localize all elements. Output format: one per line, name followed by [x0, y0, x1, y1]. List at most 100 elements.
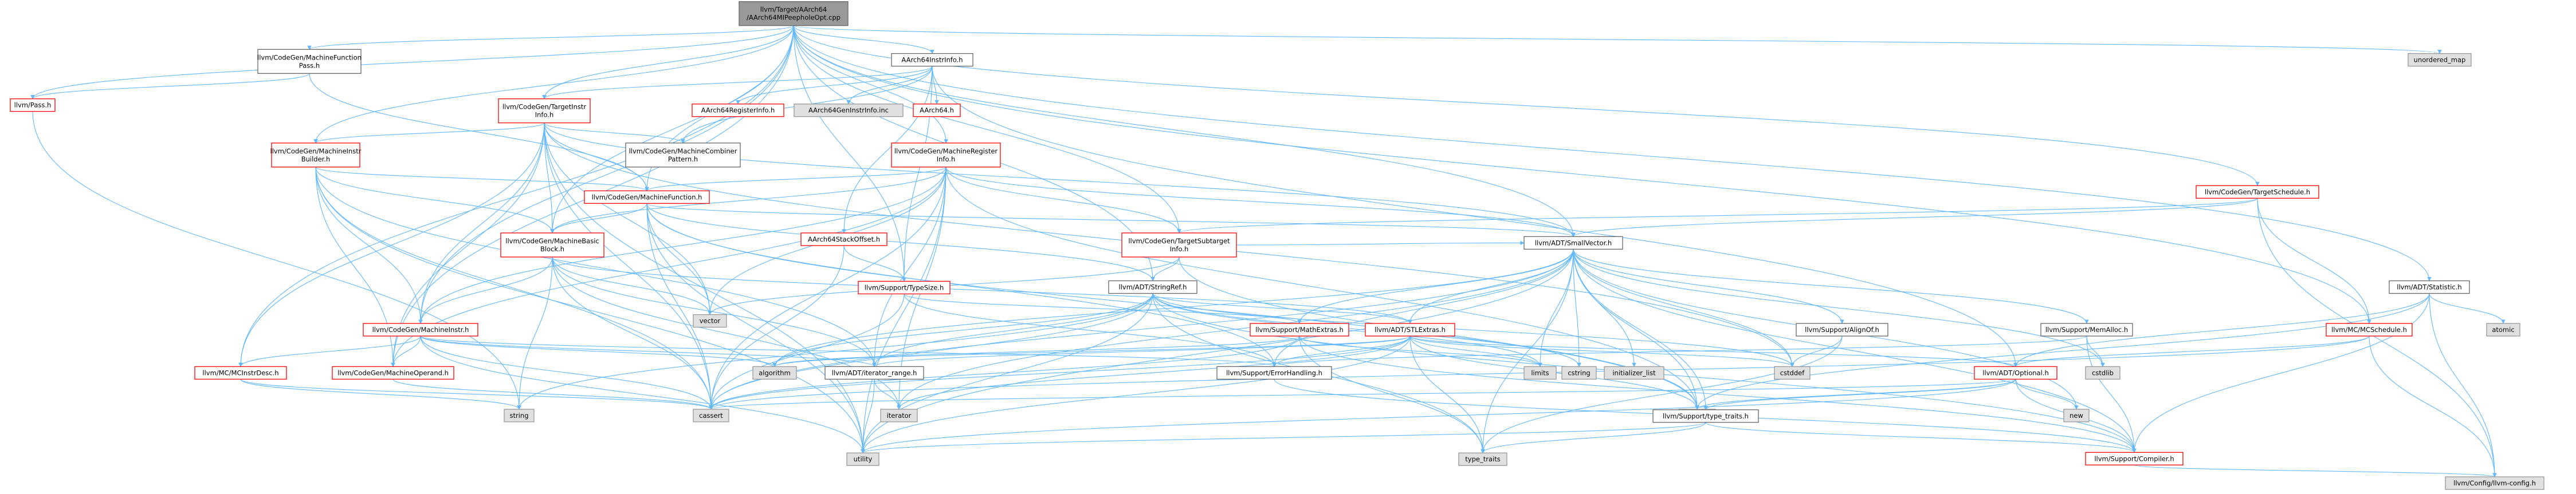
edge-line [945, 167, 1697, 409]
dependency-edge [775, 293, 1153, 367]
node-box [693, 314, 727, 328]
edge-line [849, 66, 933, 104]
dependency-edge [863, 167, 947, 453]
node-mcsched[interactable]: llvm/MC/MCSchedule.h [2326, 323, 2413, 337]
node-label: unordered_map [2414, 56, 2466, 64]
node-stlextras[interactable]: llvm/ADT/STLExtras.h [1365, 323, 1455, 337]
node-alignof[interactable]: llvm/Support/AlignOf.h [1796, 323, 1888, 337]
node-aa64reg[interactable]: AArch64RegisterInfo.h [692, 104, 784, 117]
node-type-traits-h[interactable]: llvm/Support/type_traits.h [1652, 409, 1759, 423]
node-root[interactable]: llvm/Target/AArch64/AArch64MIPeepholeOpt… [739, 1, 849, 26]
node-label: llvm/Config/llvm-config.h [2453, 479, 2536, 487]
dependency-edge [1409, 335, 2016, 366]
node-statistic[interactable]: llvm/ADT/Statistic.h [2389, 280, 2470, 294]
node-box [2040, 323, 2133, 337]
dependency-edge [793, 25, 2369, 323]
node-compiler[interactable]: llvm/Support/Compiler.h [2085, 452, 2184, 465]
node-smallvector[interactable]: llvm/ADT/SmallVector.h [1523, 236, 1623, 250]
node-iter-range[interactable]: llvm/ADT/iterator_range.h [824, 366, 924, 380]
node-typesize[interactable]: llvm/Support/TypeSize.h [858, 280, 951, 295]
dependency-edge [2369, 336, 2495, 477]
edge-line [544, 122, 710, 315]
node-cg-mo[interactable]: llvm/CodeGen/MachineOperand.h [332, 366, 454, 380]
node-errorhandling[interactable]: llvm/Support/ErrorHandling.h [1216, 366, 1332, 380]
dependency-edge [2429, 293, 2495, 477]
edge-line [552, 256, 1410, 323]
dependency-edge [1573, 249, 2103, 366]
node-label: llvm/ADT/Optional.h [1982, 369, 2048, 377]
node-optional[interactable]: llvm/ADT/Optional.h [1974, 366, 2057, 380]
node-label: llvm/ADT/StringRef.h [1119, 283, 1187, 291]
node-box [2085, 452, 2184, 465]
node-init-list: initializer_list [1604, 366, 1664, 380]
dependency-edge [2134, 293, 2430, 453]
edge-line [904, 293, 1299, 323]
node-label: llvm/ADT/iterator_range.h [832, 369, 917, 377]
edge-line [711, 293, 1153, 409]
node-box [1523, 236, 1623, 250]
edge-line [392, 378, 711, 409]
edge-line [315, 167, 552, 233]
edge-line [420, 336, 711, 409]
node-label: llvm/CodeGen/MachineBasic [505, 237, 599, 245]
edge-line [1697, 378, 2016, 409]
edge-line [843, 245, 904, 281]
node-box [584, 190, 710, 204]
node-mathextras[interactable]: llvm/Support/MathExtras.h [1250, 323, 1349, 337]
edge-line [863, 422, 1706, 453]
dependency-edge [544, 122, 683, 143]
edge-line [904, 294, 1274, 366]
edge-line [309, 25, 794, 50]
node-aa64h[interactable]: AArch64.h [913, 104, 961, 117]
dependency-edge [544, 122, 647, 191]
edge-line [519, 256, 553, 409]
dependency-edge [552, 256, 1410, 323]
dependency-edge [1573, 249, 1697, 409]
node-label: atomic [2492, 326, 2514, 334]
dependency-edge [945, 167, 1179, 233]
dependency-edge [1573, 249, 2087, 323]
dependency-edge [1409, 336, 1483, 453]
edge-line [1236, 243, 1524, 246]
node-box [1796, 323, 1888, 337]
edge-line [393, 336, 421, 366]
node-mcinstrdesc[interactable]: llvm/MC/MCInstrDesc.h [194, 366, 287, 380]
node-box [363, 323, 478, 337]
edge-line [646, 203, 1573, 236]
node-aa64instr[interactable]: AArch64InstrInfo.h [891, 53, 973, 67]
edge-line [863, 249, 1574, 453]
edge-line [393, 122, 545, 367]
node-pass[interactable]: llvm/Pass.h [10, 98, 56, 112]
dependency-edge [393, 336, 421, 366]
node-iterator: iterator [880, 409, 918, 422]
node-cg-tsched[interactable]: llvm/CodeGen/TargetSchedule.h [2196, 185, 2319, 199]
edge-line [1573, 249, 2134, 452]
edge-line [1573, 249, 2103, 366]
node-label: Info.h [1170, 245, 1189, 253]
edge-line [711, 378, 2016, 409]
node-label: llvm/Support/type_traits.h [1663, 412, 1749, 420]
node-memalloc[interactable]: llvm/Support/MemAlloc.h [2040, 323, 2133, 337]
edge-line [711, 335, 1411, 409]
edge-line [544, 122, 1573, 237]
node-stringref[interactable]: llvm/ADT/StringRef.h [1108, 280, 1197, 294]
node-label: llvm/CodeGen/TargetInstr [502, 103, 587, 111]
node-cg-mf[interactable]: llvm/CodeGen/MachineFunction.h [584, 190, 710, 204]
edge-line [1573, 249, 1706, 410]
edge-line [420, 335, 775, 366]
node-aa64stack[interactable]: AArch64StackOffset.h [800, 232, 888, 246]
dependency-edge [793, 25, 904, 282]
edge-line [793, 25, 2257, 186]
node-label: Pattern.h [668, 155, 698, 163]
node-cg-mi[interactable]: llvm/CodeGen/MachineInstr.h [363, 323, 478, 337]
dependency-edge [793, 25, 1179, 233]
dependency-edge [738, 66, 933, 104]
node-label: llvm/CodeGen/MachineRegister [894, 147, 998, 155]
